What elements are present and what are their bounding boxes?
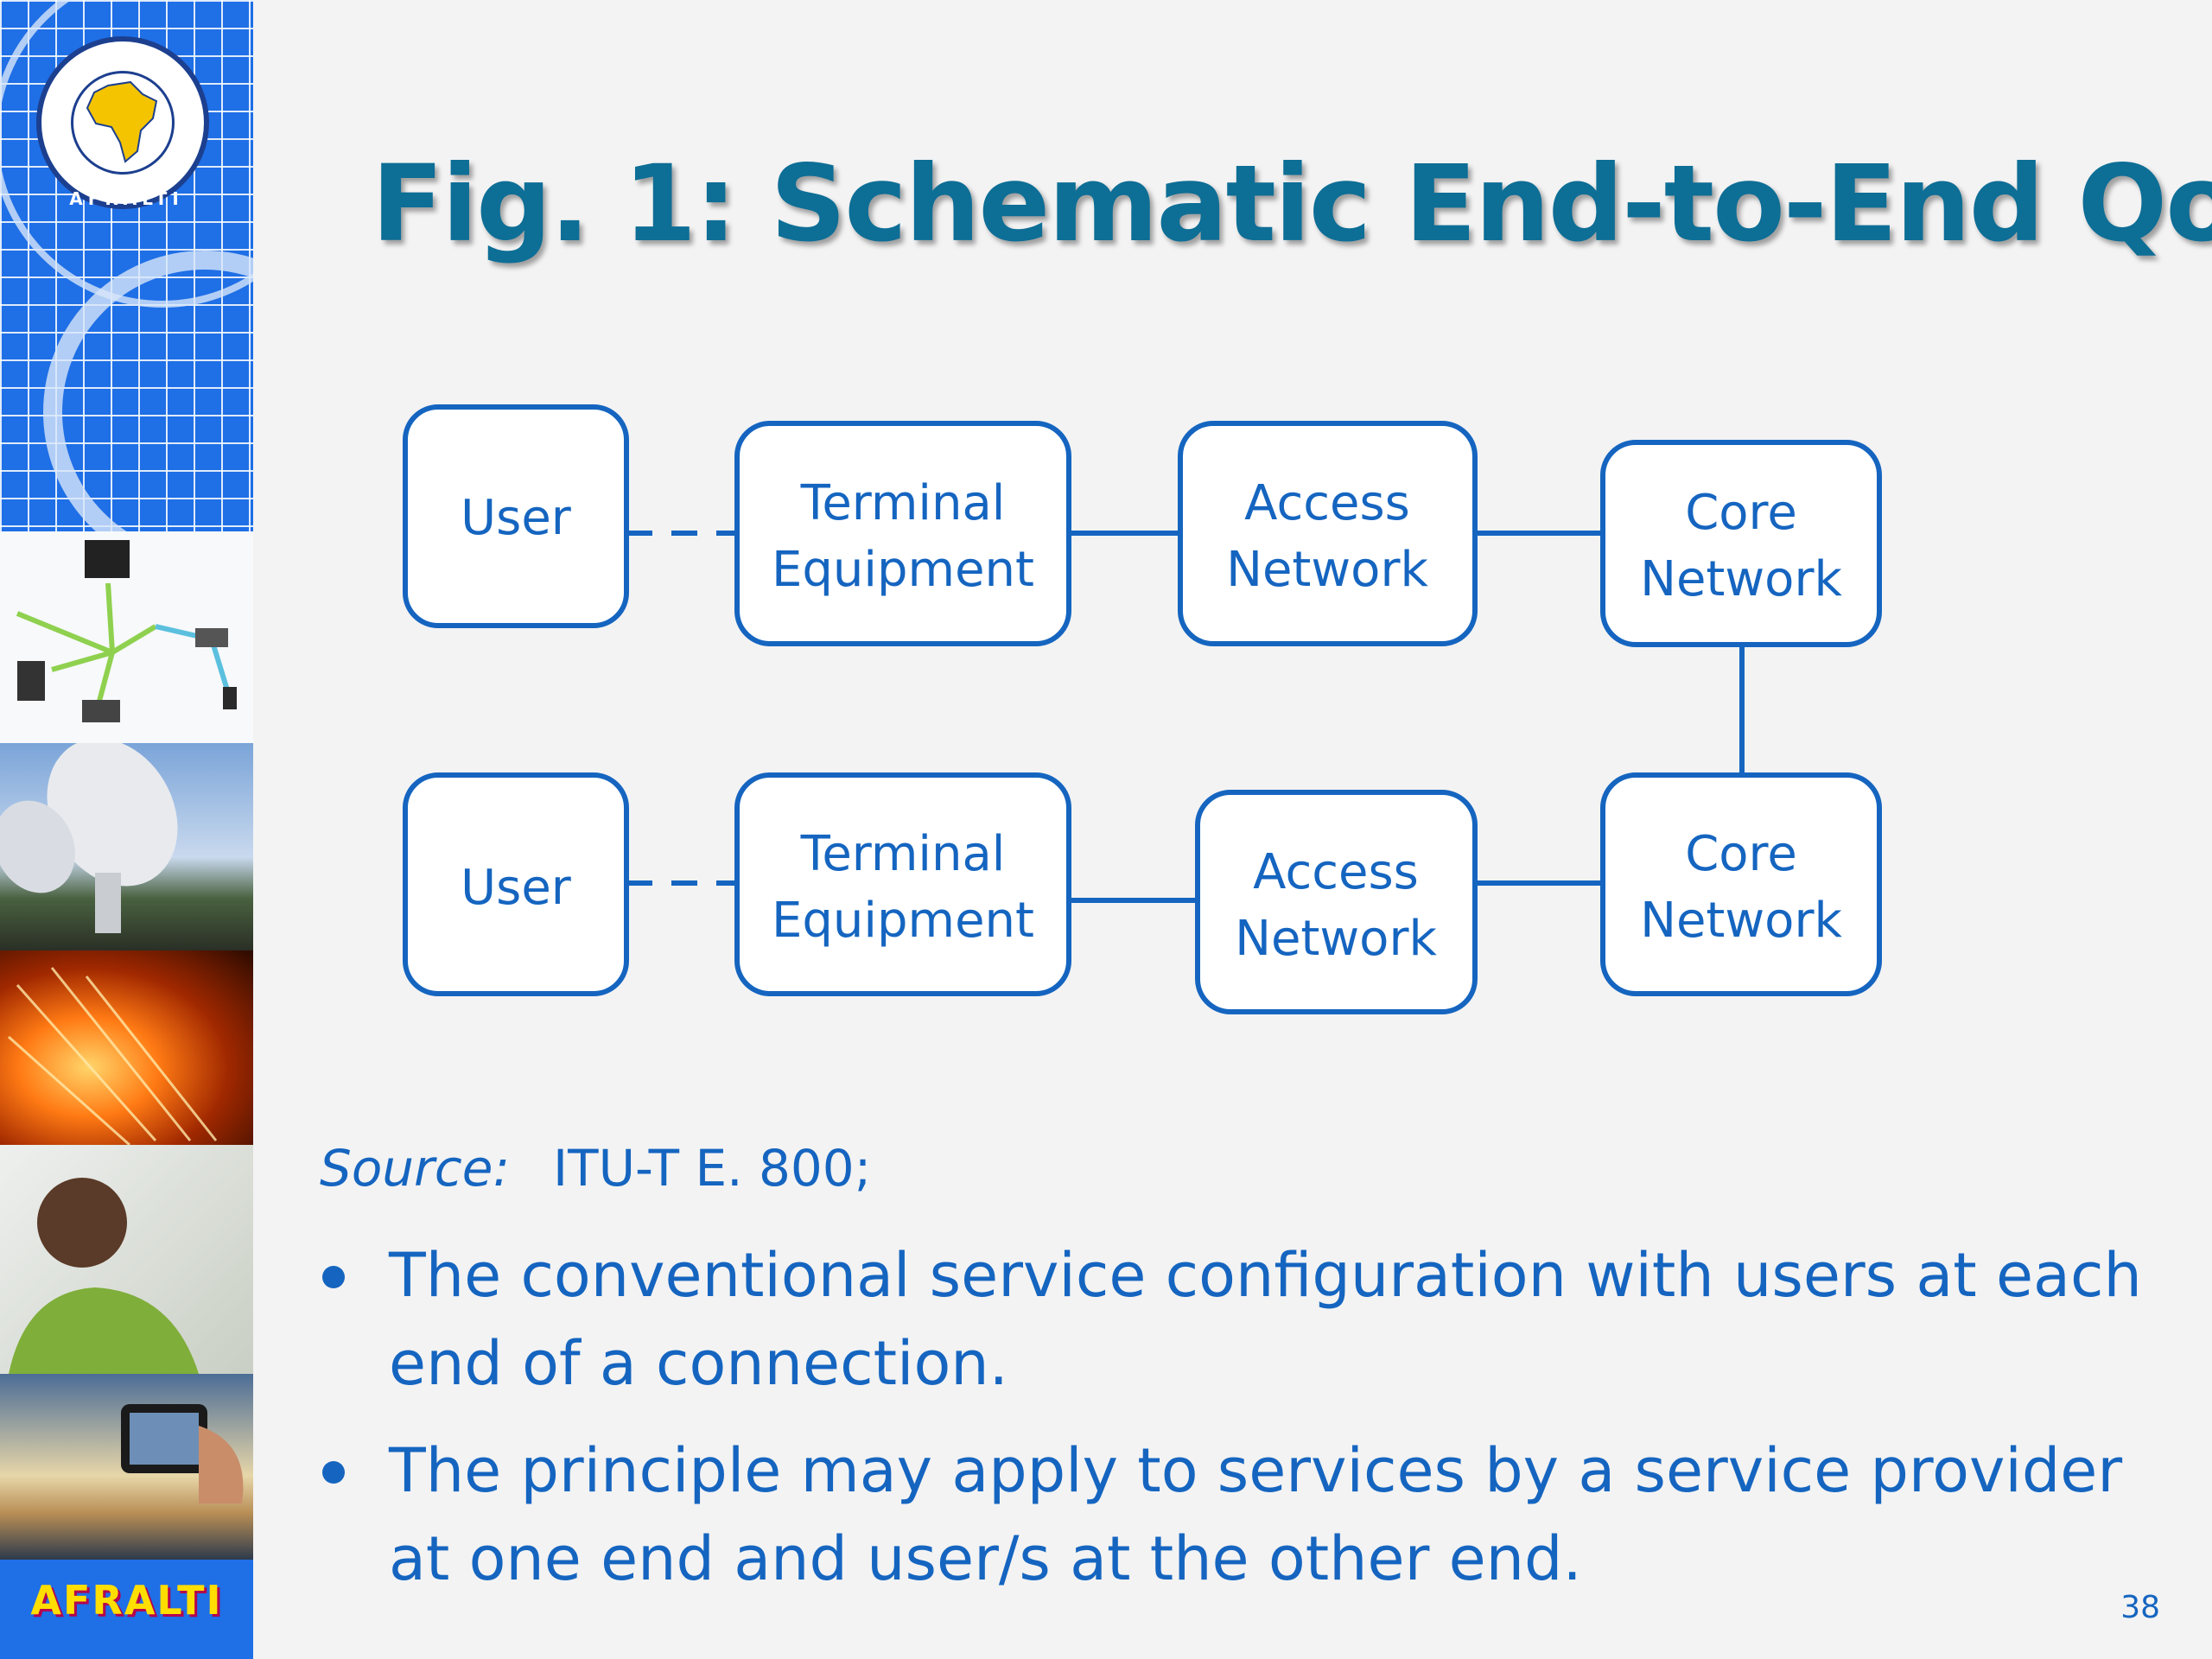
box-bottom-access-network (1195, 790, 1478, 1014)
box-top-core-network (1600, 440, 1882, 647)
label-bottom-core-1: Core (1685, 826, 1797, 882)
box-bottom-core-network (1600, 772, 1882, 996)
label-bottom-terminal-2: Equipment (772, 893, 1034, 949)
label-top-access-1: Access (1244, 475, 1410, 531)
label-top-terminal-2: Equipment (772, 542, 1034, 598)
satellite-dish-image (0, 743, 253, 950)
label-bottom-access-2: Network (1235, 911, 1437, 967)
seal-caption: AFRALTI (69, 188, 184, 209)
box-bottom-terminal-equipment (734, 772, 1071, 996)
box-top-access-network (1178, 421, 1478, 646)
bullet-item: The principle may apply to services by a… (320, 1427, 2177, 1603)
box-top-user (403, 404, 629, 628)
afralti-seal-logo (36, 36, 209, 209)
label-top-access-2: Network (1226, 542, 1428, 598)
woman-on-phone-image (0, 1145, 253, 1374)
label-bottom-terminal-1: Terminal (800, 826, 1006, 882)
bullet-list: The conventional service configuration w… (320, 1231, 2177, 1622)
label-top-user: User (461, 490, 572, 546)
box-bottom-user (403, 772, 629, 996)
afralti-logo-panel: AFRALTI (0, 1560, 253, 1659)
box-top-terminal-equipment (734, 421, 1071, 646)
label-bottom-access-1: Access (1253, 844, 1419, 900)
label-top-terminal-1: Terminal (800, 475, 1006, 531)
source-citation: Source: ITU-T E. 800; (320, 1139, 871, 1198)
label-top-core-2: Network (1640, 551, 1842, 607)
label-top-core-1: Core (1685, 485, 1797, 541)
label-bottom-user: User (461, 860, 572, 916)
afralti-logo-word: AFRALTI (30, 1577, 223, 1624)
bullet-item: The conventional service configuration w… (320, 1231, 2177, 1408)
sidebar-image-strip: AFRALTI (0, 0, 253, 1659)
camera-phone-image (0, 1374, 253, 1560)
slide-title: Fig. 1: Schematic End-to-End QoS (372, 143, 2212, 265)
fiber-optics-image (0, 950, 253, 1145)
source-label: Source: (320, 1139, 511, 1198)
network-devices-image (0, 531, 253, 743)
grid-panel: AFRALTI (0, 0, 253, 531)
source-text: ITU-T E. 800; (553, 1139, 872, 1198)
page-number: 38 (2120, 1590, 2160, 1625)
africa-map-icon (71, 71, 175, 175)
label-bottom-core-2: Network (1640, 893, 1842, 949)
